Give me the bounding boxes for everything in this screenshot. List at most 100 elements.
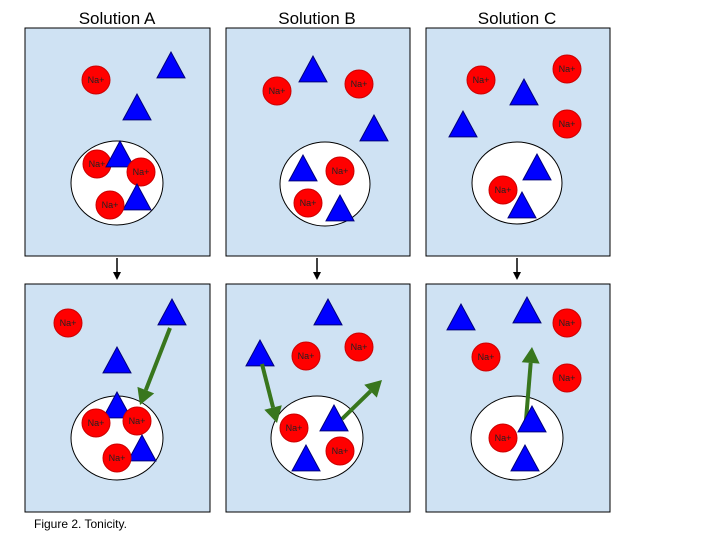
ion-circle	[279, 413, 309, 443]
ion-circle	[471, 342, 501, 372]
scene: Na+ Na+ Na+ Na+ Na+ Na+ Na+ Na+ Na+ Na+ Na+ Na+ Na+ N…	[24, 27, 611, 513]
ion-label: Na+	[102, 200, 119, 210]
ion-circle	[488, 175, 518, 205]
solute-triangle	[359, 113, 389, 142]
arrow-head	[521, 347, 540, 364]
solute-triangle	[522, 152, 552, 181]
ion-label: Na+	[495, 433, 512, 443]
ion-label: Na+	[129, 416, 146, 426]
figure-caption: Figure 2. Tonicity.	[34, 517, 127, 531]
na-ion: Na+	[81, 65, 111, 95]
na-ion: Na+	[552, 363, 582, 393]
ion-circle	[344, 69, 374, 99]
movement-arrow	[521, 347, 540, 421]
ion-circle	[552, 54, 582, 84]
movement-arrow	[137, 327, 172, 405]
solute-triangle	[288, 153, 318, 182]
ion-circle	[552, 308, 582, 338]
na-ion: Na+	[325, 436, 355, 466]
ion-label: Na+	[269, 86, 286, 96]
na-ion: Na+	[552, 109, 582, 139]
ion-circle	[81, 408, 111, 438]
cell-b-before	[279, 141, 371, 227]
ion-circle	[262, 76, 292, 106]
arrow-head	[137, 386, 155, 405]
ion-label: Na+	[300, 198, 317, 208]
na-ion: Na+	[344, 69, 374, 99]
ion-circle	[53, 308, 83, 338]
na-ion: Na+	[552, 54, 582, 84]
title-solution-a: Solution A	[79, 9, 156, 28]
ion-label: Na+	[332, 446, 349, 456]
solute-triangle	[245, 338, 275, 367]
solute-triangle	[157, 297, 187, 326]
na-ion: Na+	[325, 156, 355, 186]
ion-circle	[552, 109, 582, 139]
ion-label: Na+	[88, 75, 105, 85]
solute-triangle	[509, 77, 539, 106]
solute-triangle	[517, 404, 547, 433]
solute-triangle	[298, 54, 328, 83]
ion-circle	[552, 363, 582, 393]
solute-triangle	[446, 302, 476, 331]
ion-circle	[122, 406, 152, 436]
ion-label: Na+	[559, 373, 576, 383]
na-ion: Na+	[552, 308, 582, 338]
arrow-head	[264, 405, 282, 423]
ion-label: Na+	[495, 185, 512, 195]
na-ion: Na+	[344, 332, 374, 362]
ion-label: Na+	[60, 318, 77, 328]
ion-circle	[344, 332, 374, 362]
arrow-head	[364, 380, 382, 398]
solute-triangle	[313, 297, 343, 326]
ion-label: Na+	[286, 423, 303, 433]
solute-triangle	[319, 403, 349, 432]
ion-label: Na+	[559, 119, 576, 129]
ion-label: Na+	[89, 159, 106, 169]
solute-triangle	[507, 190, 537, 219]
solute-triangle	[122, 182, 152, 211]
solute-triangle	[156, 50, 186, 79]
ion-circle	[325, 436, 355, 466]
solute-triangle	[325, 193, 355, 222]
ion-label: Na+	[109, 453, 126, 463]
ion-circle	[488, 423, 518, 453]
na-ion: Na+	[53, 308, 83, 338]
ion-label: Na+	[332, 166, 349, 176]
solute-triangle	[122, 92, 152, 121]
na-ion: Na+	[279, 413, 309, 443]
na-ion: Na+	[82, 149, 112, 179]
ion-label: Na+	[559, 318, 576, 328]
na-ion: Na+	[81, 408, 111, 438]
arrow-shaft	[143, 327, 172, 391]
solute-triangle	[105, 139, 135, 168]
solute-triangle	[127, 433, 157, 462]
ion-label: Na+	[88, 418, 105, 428]
solute-triangle	[102, 345, 132, 374]
na-ion: Na+	[488, 175, 518, 205]
arrow-shaft	[260, 363, 275, 408]
ion-circle	[102, 443, 132, 473]
ion-circle	[466, 65, 496, 95]
arrow-shaft	[340, 389, 372, 421]
na-ion: Na+	[466, 65, 496, 95]
arrow-shaft	[524, 362, 533, 421]
ion-label: Na+	[478, 352, 495, 362]
na-ion: Na+	[471, 342, 501, 372]
na-ion: Na+	[126, 157, 156, 187]
na-ion: Na+	[102, 443, 132, 473]
title-solution-b: Solution B	[278, 9, 356, 28]
na-ion: Na+	[488, 423, 518, 453]
solute-triangle	[291, 443, 321, 472]
title-solution-c: Solution C	[478, 9, 556, 28]
ion-label: Na+	[133, 167, 150, 177]
ion-label: Na+	[351, 79, 368, 89]
ion-label: Na+	[473, 75, 490, 85]
ion-circle	[95, 190, 125, 220]
ion-label: Na+	[351, 342, 368, 352]
solute-triangle	[102, 390, 132, 419]
ion-circle	[293, 188, 323, 218]
na-ion: Na+	[262, 76, 292, 106]
solute-triangle	[512, 295, 542, 324]
